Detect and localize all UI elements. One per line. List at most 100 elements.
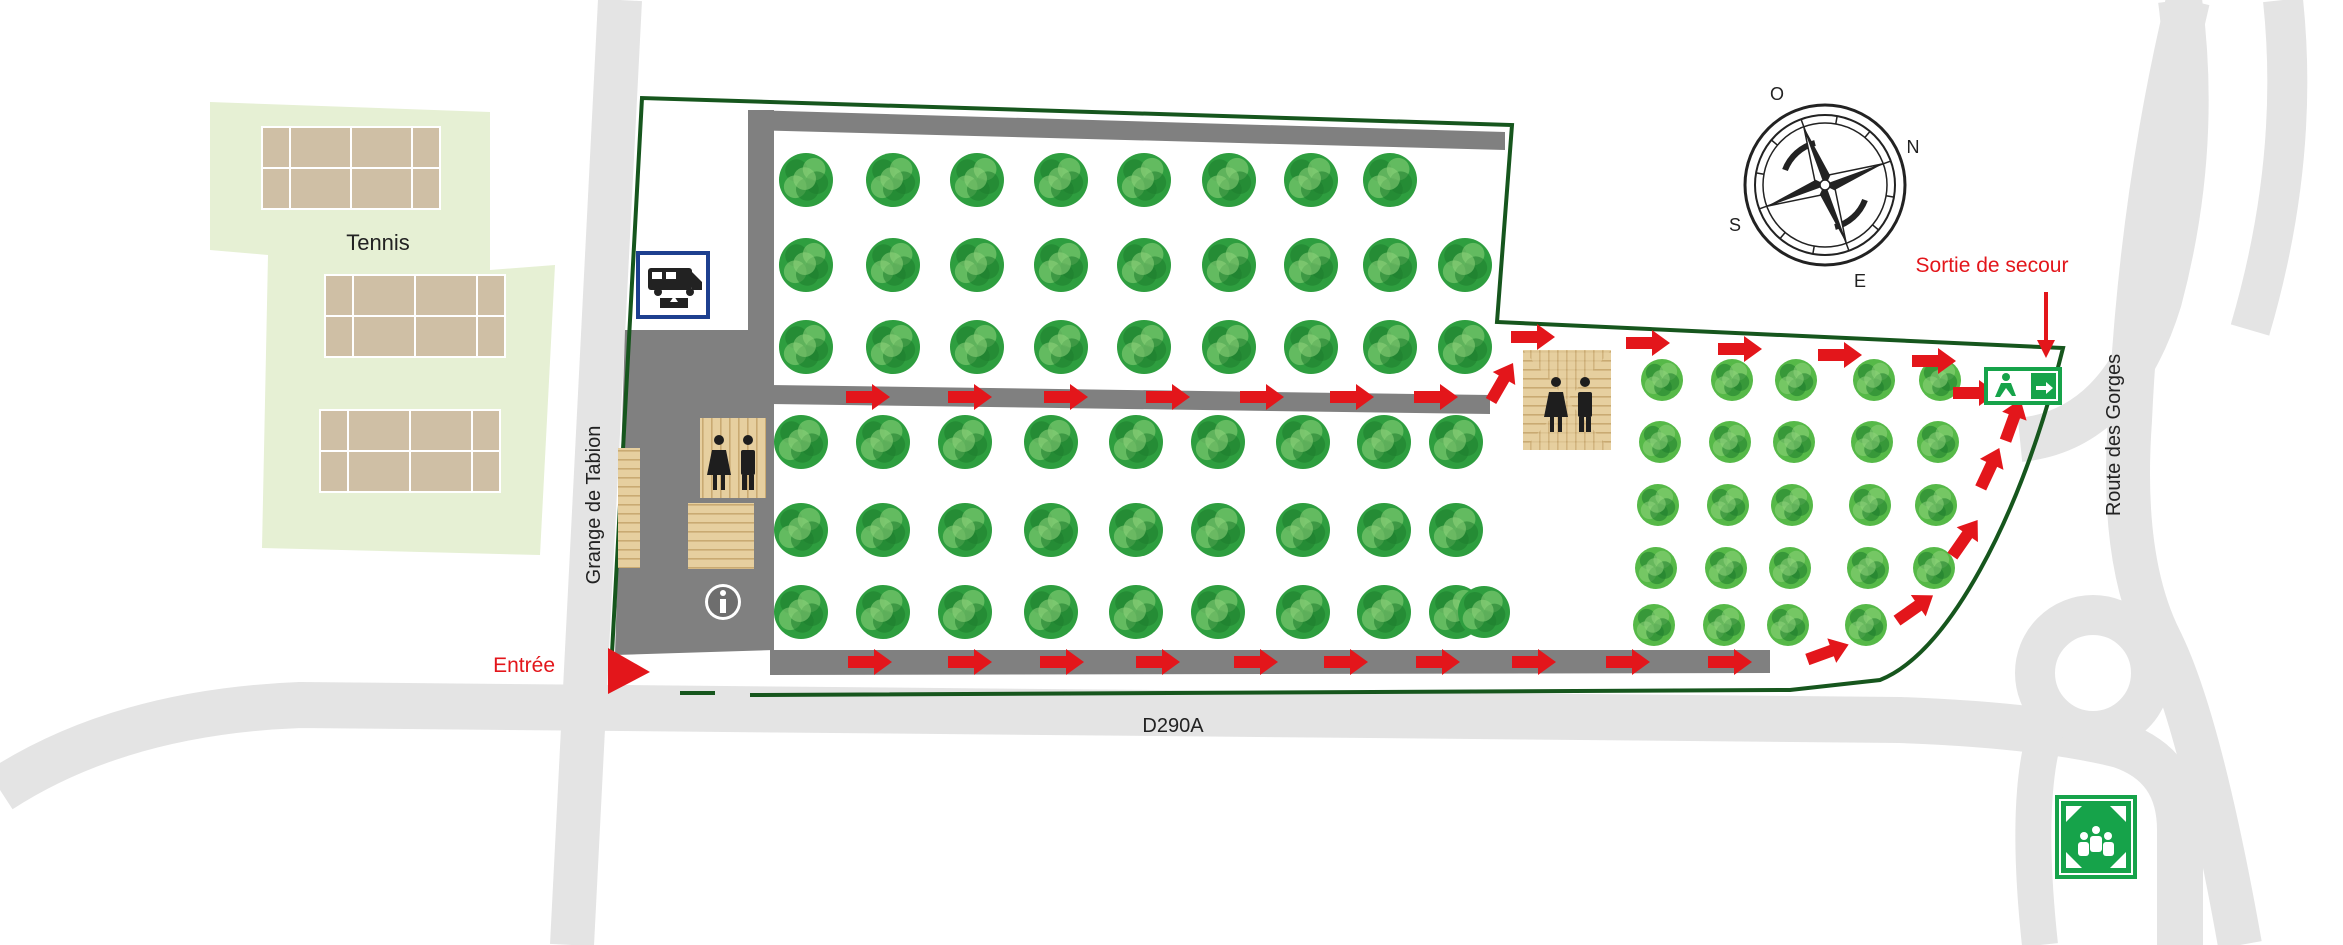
arrow-icon <box>948 384 992 410</box>
tennis-court <box>324 274 506 358</box>
tree <box>1034 320 1088 374</box>
assembly-point-icon <box>2055 795 2137 879</box>
arrow-icon <box>1330 384 1374 410</box>
tree <box>1711 359 1753 401</box>
tree <box>1357 415 1411 469</box>
road-route-des-gorges <box>2106 0 2262 945</box>
tree <box>950 153 1004 207</box>
tree <box>1429 415 1483 469</box>
tree <box>1109 585 1163 639</box>
arrow-icon <box>1044 384 1088 410</box>
arrow-icon <box>1040 649 1084 675</box>
parking-area <box>615 330 774 655</box>
tree <box>950 320 1004 374</box>
tree <box>1775 359 1817 401</box>
tree <box>779 238 833 292</box>
tree <box>1191 503 1245 557</box>
tree <box>1703 604 1745 646</box>
tree <box>1034 238 1088 292</box>
arrow-icon <box>1146 384 1190 410</box>
tree <box>1284 238 1338 292</box>
road-lower-right <box>2015 690 2076 945</box>
toilets-icon <box>1544 377 1592 432</box>
campervan-service-icon <box>636 251 710 319</box>
tree <box>1919 359 1961 401</box>
road-right-branch <box>2230 0 2308 336</box>
tree <box>1641 359 1683 401</box>
arrow-icon <box>1626 330 1670 356</box>
arrow-icon <box>1416 649 1460 675</box>
tree <box>1853 359 1895 401</box>
arrow-icon <box>1912 348 1956 374</box>
tree <box>866 153 920 207</box>
tree <box>1458 586 1510 638</box>
tree <box>1109 415 1163 469</box>
tree <box>1429 503 1483 557</box>
tree <box>856 503 910 557</box>
tree <box>1913 547 1955 589</box>
tennis-court <box>261 126 441 210</box>
tree <box>1276 585 1330 639</box>
tree <box>1917 421 1959 463</box>
tree <box>938 503 992 557</box>
tree <box>1851 421 1893 463</box>
deck-left <box>618 448 640 568</box>
tree <box>1024 503 1078 557</box>
tree <box>866 238 920 292</box>
arrow-icon <box>948 649 992 675</box>
tree <box>774 585 828 639</box>
tree <box>1109 503 1163 557</box>
arrow-icon <box>1485 362 1516 405</box>
trees <box>774 153 1961 646</box>
road-top-right-branch <box>2017 0 2209 462</box>
tree <box>1915 484 1957 526</box>
tree <box>774 503 828 557</box>
toilets-icon <box>707 435 755 490</box>
tree <box>1024 415 1078 469</box>
arrow-icon <box>1234 649 1278 675</box>
tree <box>1773 421 1815 463</box>
arrow-icon <box>1893 595 1934 626</box>
tree <box>779 153 833 207</box>
arrow-icon <box>1947 519 1978 560</box>
arrow-icon <box>1708 649 1752 675</box>
tree <box>1438 238 1492 292</box>
tree <box>1635 547 1677 589</box>
tree <box>1363 320 1417 374</box>
tree <box>1276 503 1330 557</box>
tree <box>856 415 910 469</box>
tree <box>1024 585 1078 639</box>
road-label-d290a: D290A <box>1142 715 1204 737</box>
tree <box>1284 320 1338 374</box>
tree <box>950 238 1004 292</box>
tree <box>1117 238 1171 292</box>
compass-west: O <box>1770 84 1784 104</box>
arrow-icon <box>1718 336 1762 362</box>
deck-toilet-left <box>700 418 766 498</box>
arrow-icon <box>1512 649 1556 675</box>
emergency-exit-label: Sortie de secour <box>1916 254 2069 277</box>
deck-toilet-right <box>1523 350 1611 450</box>
arrow-icon <box>1975 448 2004 491</box>
tree <box>1438 320 1492 374</box>
tree <box>1117 320 1171 374</box>
tree <box>856 585 910 639</box>
tennis-area: Tennis <box>210 102 555 555</box>
compass-north: N <box>1907 137 1920 157</box>
tree <box>1769 547 1811 589</box>
arrow-icon <box>1414 384 1458 410</box>
tree <box>1117 153 1171 207</box>
arrow-icon <box>1240 384 1284 410</box>
arrow-icon <box>1324 649 1368 675</box>
tree <box>1707 484 1749 526</box>
tree <box>1357 585 1411 639</box>
roundabout <box>2015 595 2171 751</box>
left-drive <box>748 110 774 330</box>
tree <box>1637 484 1679 526</box>
exit-pointer <box>2037 292 2055 358</box>
arrow-icon <box>1136 649 1180 675</box>
arrow-icon <box>1818 342 1862 368</box>
tree <box>1191 585 1245 639</box>
emergency-exit-sign-icon <box>1984 367 2062 405</box>
tree <box>1276 415 1330 469</box>
